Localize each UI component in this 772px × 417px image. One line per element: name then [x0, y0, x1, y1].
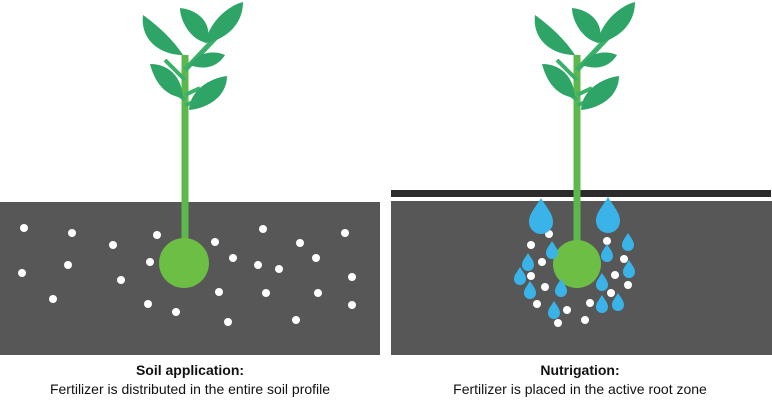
root-ball	[159, 238, 209, 288]
caption-title: Nutrigation:	[540, 362, 620, 378]
fertilizer-particles	[18, 224, 356, 326]
caption-title: Soil application:	[135, 362, 245, 378]
soil-application-panel	[0, 2, 380, 355]
soil-application-caption: Soil application: Fertilizer is distribu…	[0, 361, 385, 399]
drip-pipe	[391, 190, 771, 197]
caption-description: Fertilizer is distributed in the entire …	[49, 381, 331, 397]
caption-description: Fertilizer is placed in the active root …	[453, 381, 707, 397]
nutrigation-caption: Nutrigation: Fertilizer is placed in the…	[385, 361, 772, 399]
nutrigation-panel	[391, 2, 772, 355]
root-ball	[553, 240, 601, 288]
fertilizer-particles	[527, 230, 632, 327]
